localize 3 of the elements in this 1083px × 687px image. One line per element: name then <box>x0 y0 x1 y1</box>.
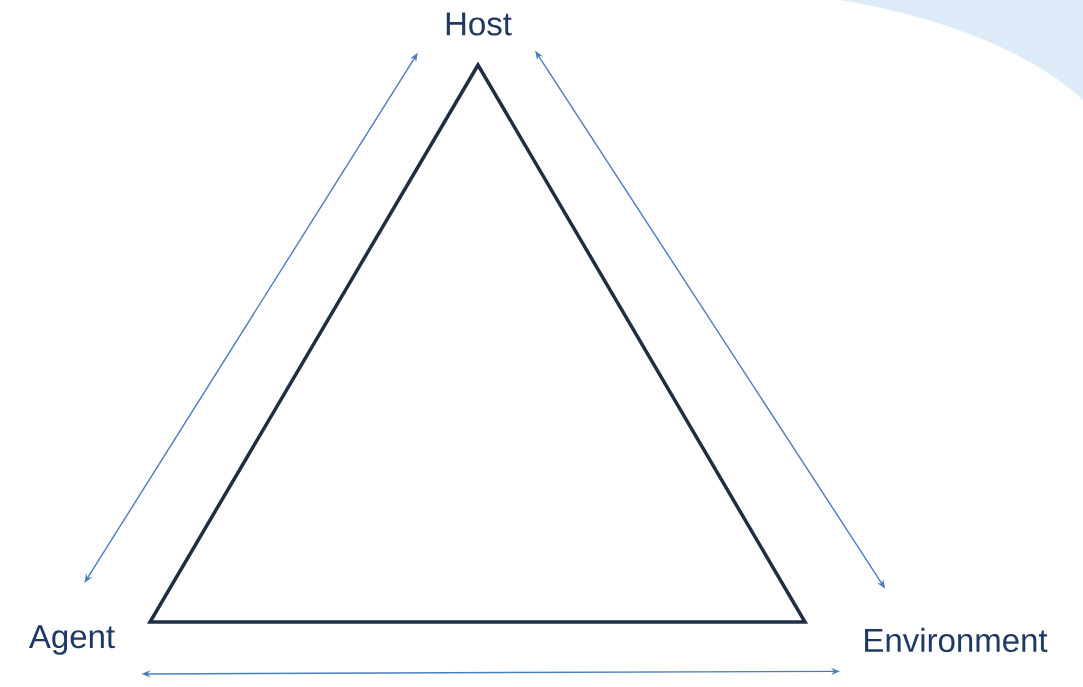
node-label: Environment <box>865 627 1048 653</box>
node-label: Host <box>446 12 512 36</box>
node-label: Agent <box>28 625 115 655</box>
